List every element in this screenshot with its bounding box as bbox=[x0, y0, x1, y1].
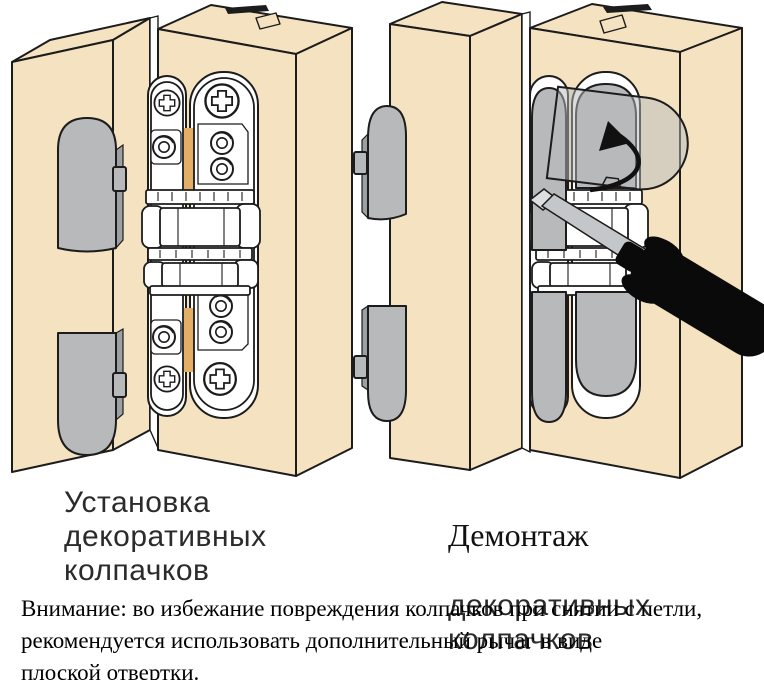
cap-tab bbox=[112, 372, 127, 398]
cap-tab bbox=[112, 166, 127, 192]
removal-caption-title: Демонтаж bbox=[448, 517, 589, 553]
adjustment-cam-icon bbox=[152, 135, 176, 159]
warning-note: Внимание: во избежание повреждения колпа… bbox=[21, 596, 703, 680]
adjustment-cam-icon bbox=[210, 157, 234, 181]
removal-diagram bbox=[353, 1, 764, 479]
removal-caption: Демонтаж декоративных колпачков bbox=[448, 481, 651, 675]
hinge-gap bbox=[521, 11, 531, 454]
seal-groove bbox=[603, 4, 652, 13]
top-notch bbox=[599, 14, 627, 34]
phillips-screw-icon bbox=[204, 83, 240, 119]
installation-caption: Установка декоративных колпачков bbox=[64, 486, 267, 587]
frame-post bbox=[389, 1, 523, 471]
removal-arrow-icon bbox=[589, 121, 641, 193]
decorative-cap-bottom bbox=[57, 327, 127, 456]
decorative-cap-top bbox=[57, 117, 127, 253]
adjustment-cam-icon bbox=[152, 325, 176, 349]
screwdriver-handle bbox=[615, 236, 764, 357]
installed-cap-door-bottom bbox=[575, 291, 637, 397]
cap-tab bbox=[353, 355, 368, 379]
installed-cap-side-top bbox=[353, 105, 407, 221]
phillips-screw-icon bbox=[153, 365, 181, 393]
adjustment-cam-icon bbox=[209, 320, 233, 344]
installation-diagram bbox=[11, 4, 353, 477]
phillips-screw-icon bbox=[153, 89, 181, 117]
installed-cap-side-bottom bbox=[353, 304, 407, 422]
phillips-screw-icon bbox=[203, 362, 237, 396]
removal-caption-subtitle: декоративных колпачков bbox=[448, 589, 651, 656]
hinge-assembly bbox=[141, 77, 261, 411]
top-notch bbox=[255, 12, 281, 30]
cap-tab bbox=[353, 151, 368, 175]
installed-cap-frame-bottom bbox=[531, 291, 567, 423]
seal-groove bbox=[225, 5, 269, 14]
adjustment-cam-icon bbox=[210, 131, 234, 155]
adjustment-cam-icon bbox=[209, 294, 233, 318]
